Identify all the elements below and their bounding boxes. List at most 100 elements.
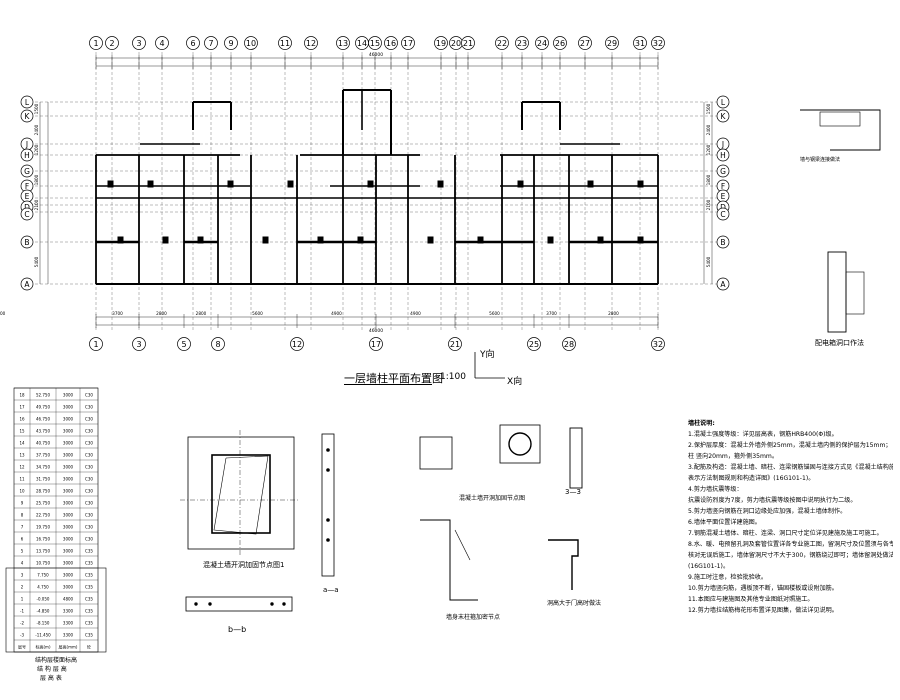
svg-text:32: 32 bbox=[653, 39, 663, 48]
table-cell: 52.750 bbox=[36, 393, 50, 398]
overall-dim-bottom: 46000 bbox=[369, 328, 383, 334]
table-cell: C30 bbox=[85, 513, 93, 518]
span-dim: 4900 bbox=[410, 311, 421, 316]
section-33-body bbox=[569, 427, 583, 489]
table-cell: 7 bbox=[21, 525, 24, 530]
svg-text:L: L bbox=[721, 98, 726, 107]
column bbox=[107, 180, 114, 188]
overall-dim-top: 46000 bbox=[369, 52, 383, 58]
svg-text:28: 28 bbox=[564, 340, 574, 349]
svg-text:17: 17 bbox=[371, 340, 381, 349]
table-cell: 3000 bbox=[63, 537, 74, 542]
axis-bubble-top: 1 bbox=[89, 36, 103, 50]
table-cell: 34.750 bbox=[36, 465, 50, 470]
svg-text:12: 12 bbox=[306, 39, 316, 48]
section-bb-body bbox=[185, 596, 293, 612]
rebar-dot bbox=[326, 518, 330, 522]
table-cell: 37.750 bbox=[36, 453, 50, 458]
table-cell: -11.450 bbox=[35, 633, 51, 638]
table-cell: -2 bbox=[20, 621, 24, 626]
lintel-line bbox=[548, 539, 579, 590]
table-cell: 3300 bbox=[63, 609, 74, 614]
table-cell: C30 bbox=[85, 393, 93, 398]
table-header-cell: 层高(mm) bbox=[59, 644, 78, 650]
axis-bubble-top: 10 bbox=[244, 36, 258, 50]
axis-bubble-top: 19 bbox=[434, 36, 448, 50]
table-caption-3: 层 高 表 bbox=[40, 675, 62, 682]
table-cell: 49.750 bbox=[36, 405, 50, 410]
table-cell: C35 bbox=[85, 609, 93, 614]
table-cell: 12 bbox=[19, 465, 25, 470]
table-cell: 13 bbox=[19, 453, 25, 458]
table-cell: 7.750 bbox=[37, 573, 49, 578]
table-cell: C30 bbox=[85, 465, 93, 470]
column bbox=[117, 236, 124, 244]
svg-text:4: 4 bbox=[159, 39, 164, 48]
table-cell: 5 bbox=[21, 549, 24, 554]
rebar-dot bbox=[270, 602, 274, 606]
note-item: 8.水、暖、电预留孔洞及套管位置详各专业施工图，留洞尺寸及位置须与各专业 bbox=[688, 541, 893, 548]
rebar-dot bbox=[326, 468, 330, 472]
note-item: 5.剪力墙竖向钢筋在洞口边缘处应加强，混凝土墙体制作。 bbox=[688, 508, 847, 515]
column bbox=[427, 236, 434, 244]
distribution-box-body bbox=[827, 251, 847, 333]
axis-bubble-top: 16 bbox=[384, 36, 398, 50]
column bbox=[367, 180, 374, 188]
note-item: 1.混凝土强度等级：详见层高表，钢筋HRB400(Φ)级。 bbox=[688, 431, 838, 438]
column bbox=[262, 236, 269, 244]
axis-bubble-row: H bbox=[716, 148, 730, 162]
svg-text:21: 21 bbox=[450, 340, 460, 349]
detail-drawings bbox=[180, 109, 881, 612]
side-dim: 2100 bbox=[34, 199, 39, 210]
axis-bubble-bottom: 3 bbox=[132, 337, 146, 351]
axis-bubble-row: J bbox=[20, 137, 34, 151]
table-cell: C30 bbox=[85, 477, 93, 482]
svg-text:17: 17 bbox=[403, 39, 413, 48]
svg-text:15: 15 bbox=[370, 39, 380, 48]
note-item: 12.剪力墙拉结筋梅花形布置详见图集，做法详见说明。 bbox=[688, 607, 838, 614]
table-cell: 3000 bbox=[63, 489, 74, 494]
opening-outline bbox=[211, 454, 271, 534]
notes-list: 1.混凝土强度等级：详见层高表，钢筋HRB400(Φ)级。 2.保护层厚度：混凝土… bbox=[688, 429, 893, 616]
column bbox=[597, 236, 604, 244]
svg-text:10: 10 bbox=[246, 39, 256, 48]
wall-end-line bbox=[420, 519, 478, 601]
svg-text:G: G bbox=[720, 167, 726, 176]
column bbox=[357, 236, 364, 244]
table-cell: -3 bbox=[20, 633, 24, 638]
svg-text:6: 6 bbox=[190, 39, 195, 48]
detail-frame bbox=[187, 436, 295, 550]
table-cell: C30 bbox=[85, 501, 93, 506]
note-item: 2.保护层厚度：混凝土外墙外侧25mm，混凝土墙内侧的保护层为15mm； bbox=[688, 442, 892, 449]
section-bb-label: b—b bbox=[228, 625, 247, 634]
column bbox=[587, 180, 594, 188]
table-cell: C30 bbox=[85, 537, 93, 542]
column bbox=[317, 236, 324, 244]
svg-text:2: 2 bbox=[109, 39, 114, 48]
axis-bubble-row: E bbox=[20, 189, 34, 203]
detail-opening-2-title: 混凝土墙开洞加固节点图 bbox=[459, 495, 526, 502]
svg-text:23: 23 bbox=[517, 39, 527, 48]
svg-text:K: K bbox=[721, 112, 727, 121]
table-cell: 40.750 bbox=[36, 441, 50, 446]
table-cell: 3000 bbox=[63, 561, 74, 566]
table-cell: 16 bbox=[19, 417, 25, 422]
column bbox=[162, 236, 169, 244]
note-item: 10.剪力墙竖向筋，遇板顶不断，锚固楼板或设附加筋。 bbox=[688, 585, 838, 592]
table-cell: 3300 bbox=[63, 621, 74, 626]
table-cell: 3000 bbox=[63, 513, 74, 518]
table-cell: 4800 bbox=[63, 597, 74, 602]
note-item: 柱 竖向20mm，箍外侧35mm。 bbox=[688, 453, 778, 460]
svg-text:H: H bbox=[720, 151, 726, 160]
axis-bubble-top: 29 bbox=[605, 36, 619, 50]
table-cell: C30 bbox=[85, 405, 93, 410]
svg-text:22: 22 bbox=[497, 39, 507, 48]
table-cell: C35 bbox=[85, 561, 93, 566]
notes-heading: 墙柱说明: bbox=[688, 420, 715, 427]
side-dim: 5400 bbox=[34, 256, 39, 267]
table-cell: -4.850 bbox=[37, 609, 50, 614]
svg-text:11: 11 bbox=[280, 39, 290, 48]
svg-text:25: 25 bbox=[529, 340, 539, 349]
